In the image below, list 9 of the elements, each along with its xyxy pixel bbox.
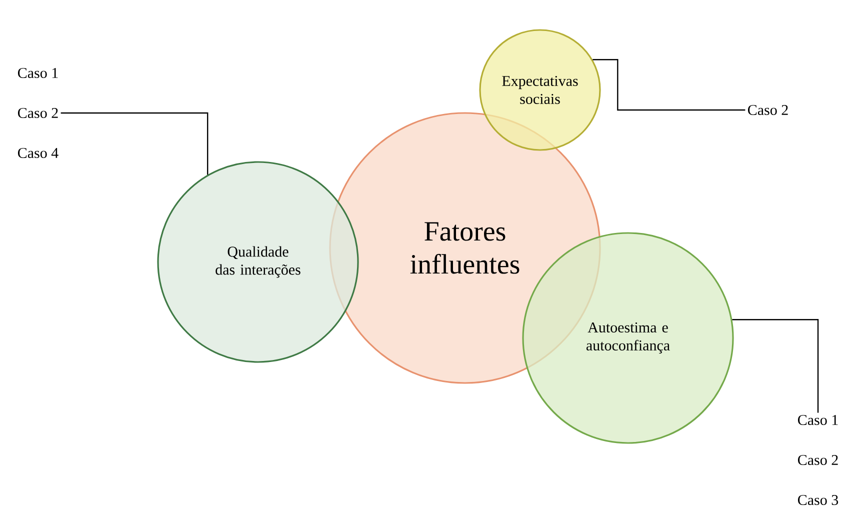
- circle-node: Expectativas sociais: [479, 29, 601, 151]
- case-list: Caso 2: [748, 104, 788, 116]
- case-list: Caso 1 Caso 2 Caso 4: [18, 68, 58, 158]
- case-list: Caso 1 Caso 2 Caso 3: [798, 414, 838, 506]
- circle-node: Qualidade das interações: [157, 161, 359, 363]
- leader-line: [60, 112, 208, 175]
- circle-node: Autoestima e autoconfiança: [522, 232, 734, 444]
- leader-line: [732, 319, 819, 413]
- leader-line: [592, 59, 746, 111]
